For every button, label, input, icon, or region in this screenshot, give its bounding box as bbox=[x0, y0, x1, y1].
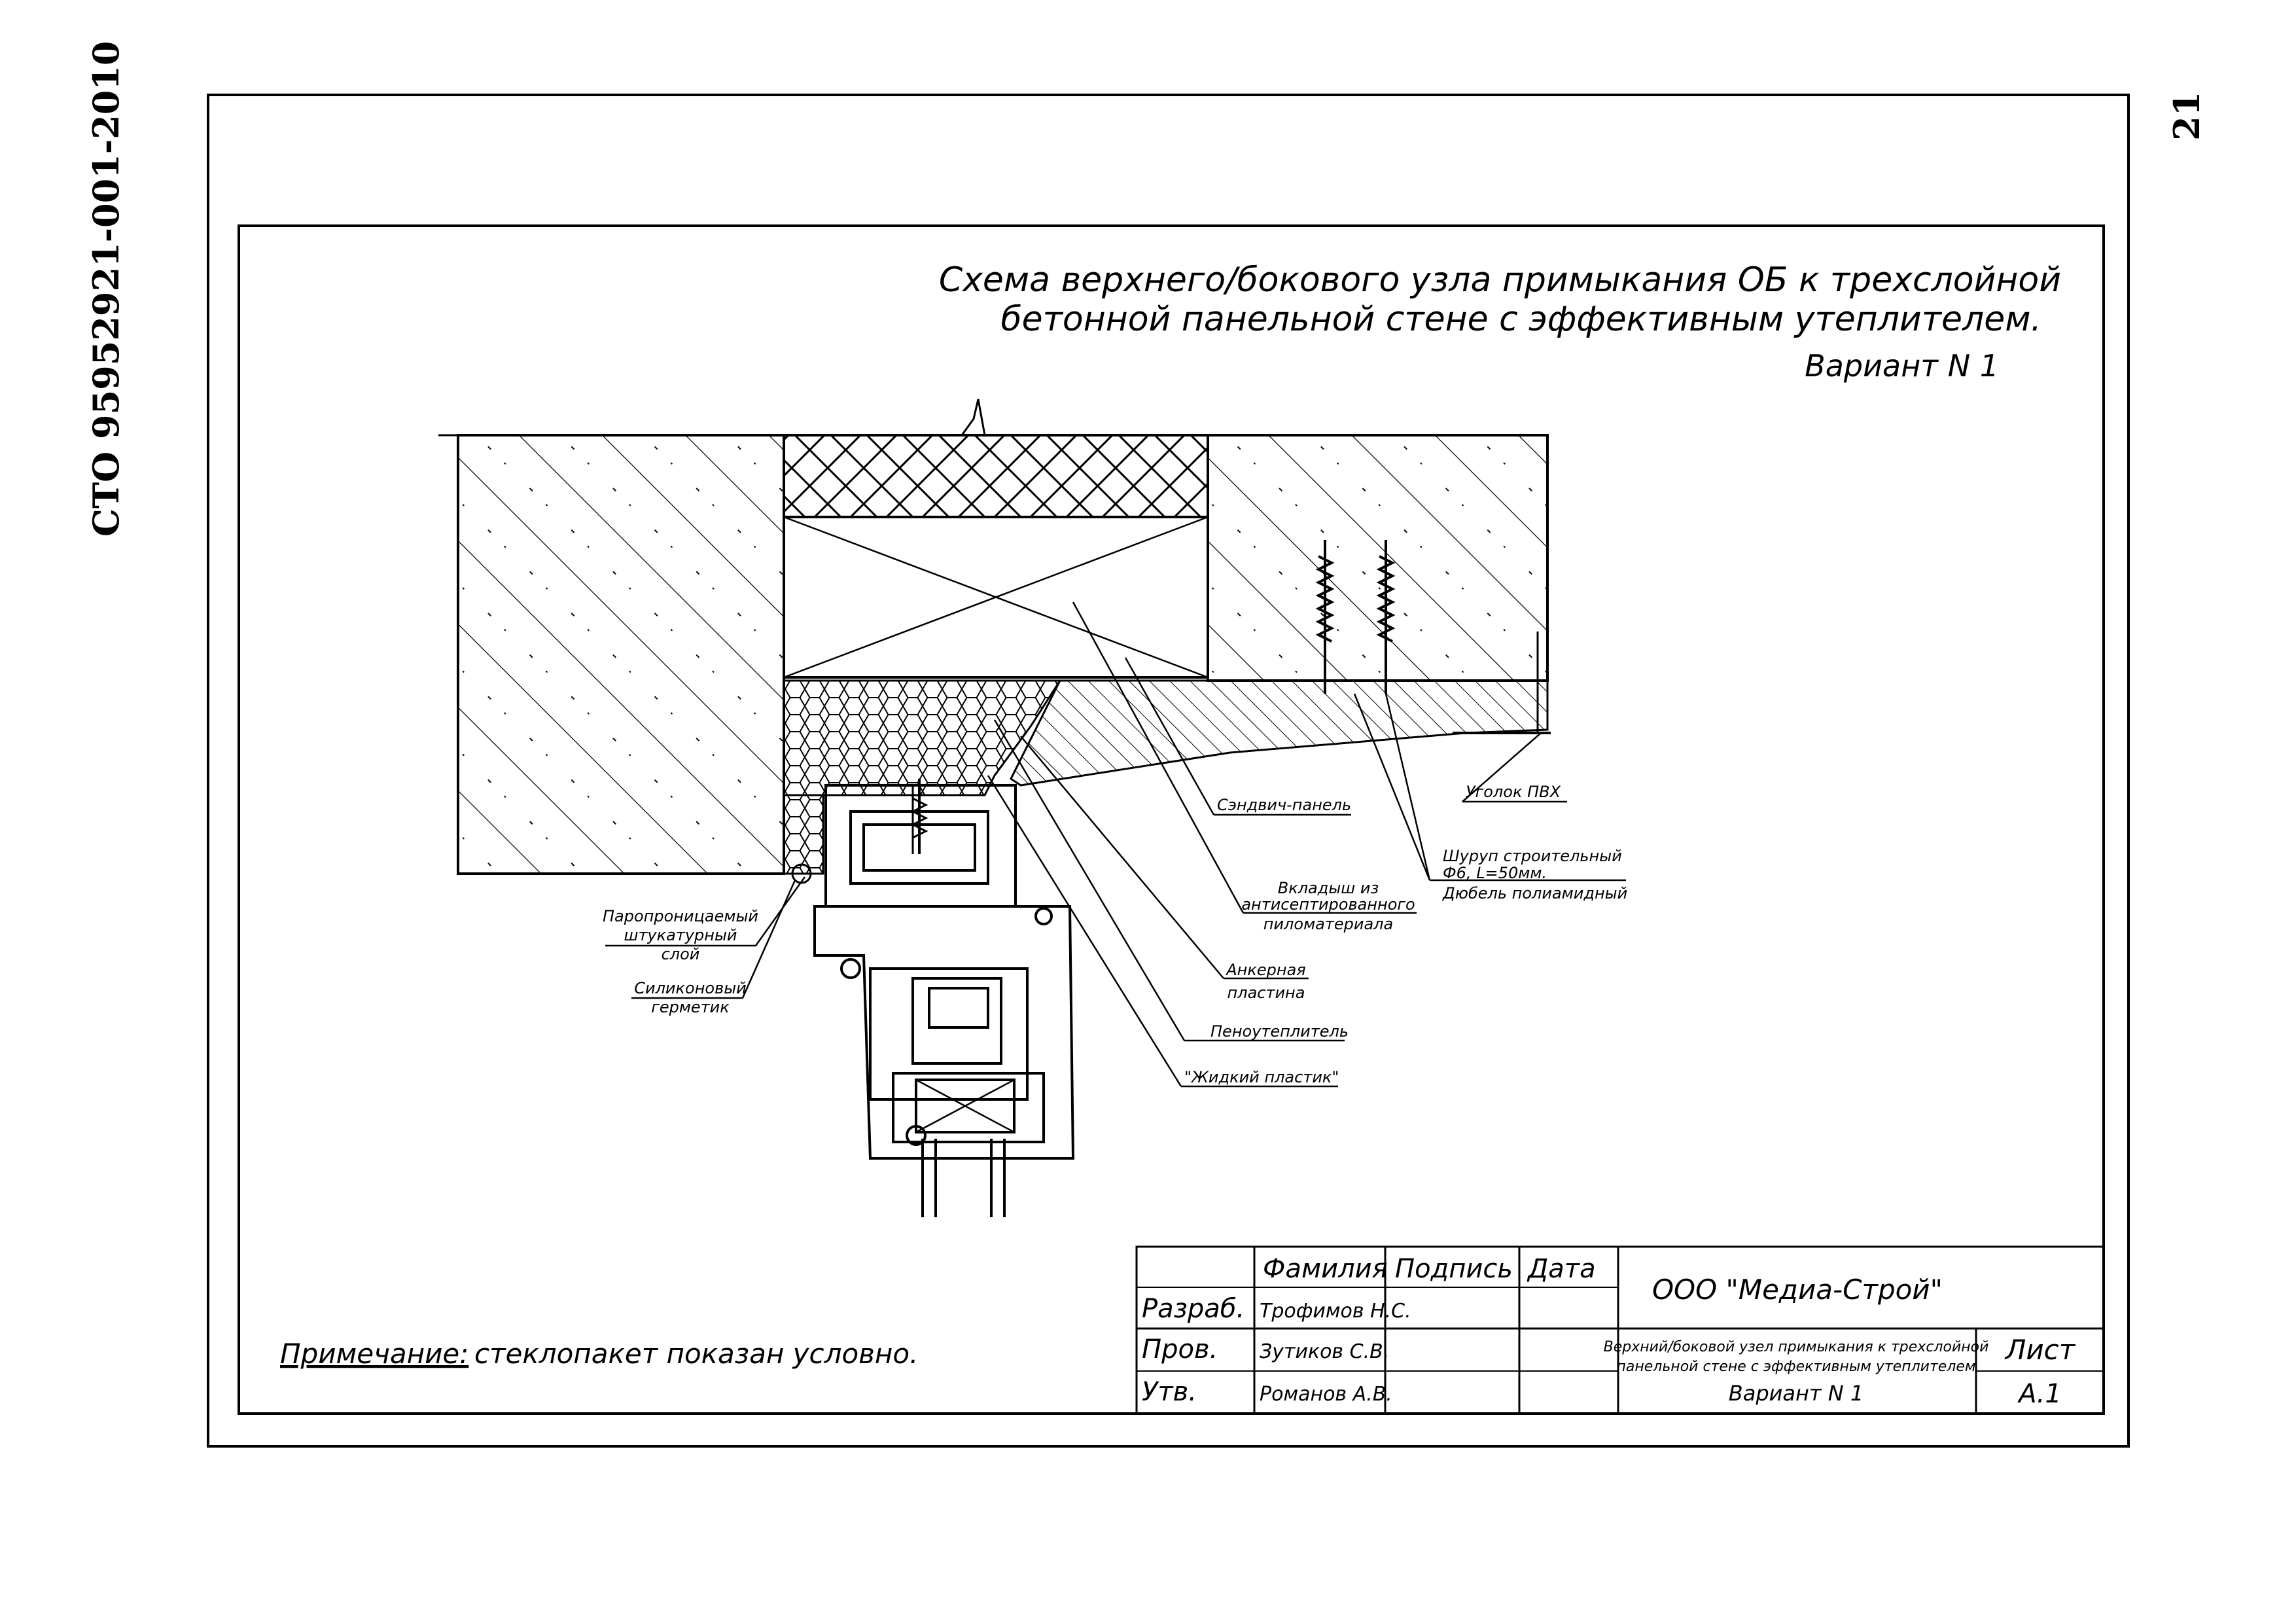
label-foam: Пеноутеплитель bbox=[1210, 1022, 1349, 1041]
section-drawing bbox=[438, 399, 1551, 1217]
tb-desc-line1: Верхний/боковой узел примыкания к трехсл… bbox=[1604, 1339, 1989, 1355]
callout-labels: Сэндвич-панель Уголок ПВХ Шуруп строител… bbox=[603, 783, 1627, 1086]
label-inserts-line2: антисептированного bbox=[1241, 895, 1415, 914]
title-block bbox=[1135, 1245, 2105, 1415]
tb-sheet-label: Лист bbox=[2004, 1334, 2076, 1366]
label-inserts-line1: Вкладыш из bbox=[1278, 879, 1379, 897]
label-dowel: Дюбель полиамидный bbox=[1442, 884, 1627, 902]
label-liquid-plastic: "Жидкий пластик" bbox=[1184, 1068, 1339, 1086]
tb-col-surname: Фамилия bbox=[1263, 1254, 1388, 1284]
sandwich-panel bbox=[1010, 679, 1549, 787]
label-screw-line1: Шуруп строительный bbox=[1443, 847, 1622, 865]
tb-name-developer: Трофимов Н.С. bbox=[1260, 1300, 1411, 1323]
label-vapor-line3: слой bbox=[662, 945, 700, 963]
concrete-outer-layer bbox=[1207, 434, 1549, 682]
title-line-1: Схема верхнего/бокового узла примыкания … bbox=[939, 260, 2061, 300]
tb-role-checker: Пров. bbox=[1142, 1334, 1218, 1364]
label-inserts-line3: пиломатериала bbox=[1263, 915, 1393, 933]
label-screw-line2: Ф6, L=50мм. bbox=[1443, 864, 1547, 882]
label-silicone-line2: герметик bbox=[651, 998, 730, 1016]
callout-leaders bbox=[605, 601, 1626, 1088]
tb-desc-line2: панельной стене с эффективным утеплителе… bbox=[1617, 1359, 1976, 1375]
title-line-2: бетонной панельной стене с эффективным у… bbox=[1001, 300, 2041, 339]
label-vapor-line2: штукатурный bbox=[624, 926, 737, 944]
label-anchor-line1: Анкерная bbox=[1225, 961, 1305, 979]
tb-desc-variant: Вариант N 1 bbox=[1729, 1381, 1863, 1406]
label-pvc-corner: Уголок ПВХ bbox=[1466, 783, 1561, 801]
tb-col-signature: Подпись bbox=[1395, 1254, 1513, 1284]
concrete-inner-layer bbox=[457, 434, 785, 875]
tb-name-approver: Романов А.В. bbox=[1260, 1383, 1392, 1406]
tb-name-checker: Зутиков С.В. bbox=[1260, 1340, 1389, 1363]
label-anchor-line2: пластина bbox=[1227, 984, 1305, 1002]
tb-col-date: Дата bbox=[1527, 1254, 1596, 1284]
title-variant: Вариант N 1 bbox=[1805, 348, 1999, 383]
label-silicone-line1: Силиконовый bbox=[634, 979, 747, 997]
label-sandwich-panel: Сэндвич-панель bbox=[1217, 796, 1351, 814]
tb-company: ООО "Медиа-Строй" bbox=[1652, 1274, 1943, 1306]
screws bbox=[1315, 540, 1396, 694]
label-vapor-line1: Паропроницаемый bbox=[603, 907, 758, 925]
note-label: Примечание: bbox=[280, 1338, 468, 1370]
insulation-layer bbox=[783, 434, 1209, 518]
outer-frame bbox=[207, 94, 2130, 1448]
tb-role-developer: Разраб. bbox=[1142, 1294, 1245, 1324]
tb-sheet-value: А.1 bbox=[2017, 1379, 2062, 1409]
note-text: стеклопакет показан условно. bbox=[474, 1338, 918, 1370]
tb-role-approver: Утв. bbox=[1142, 1377, 1197, 1407]
